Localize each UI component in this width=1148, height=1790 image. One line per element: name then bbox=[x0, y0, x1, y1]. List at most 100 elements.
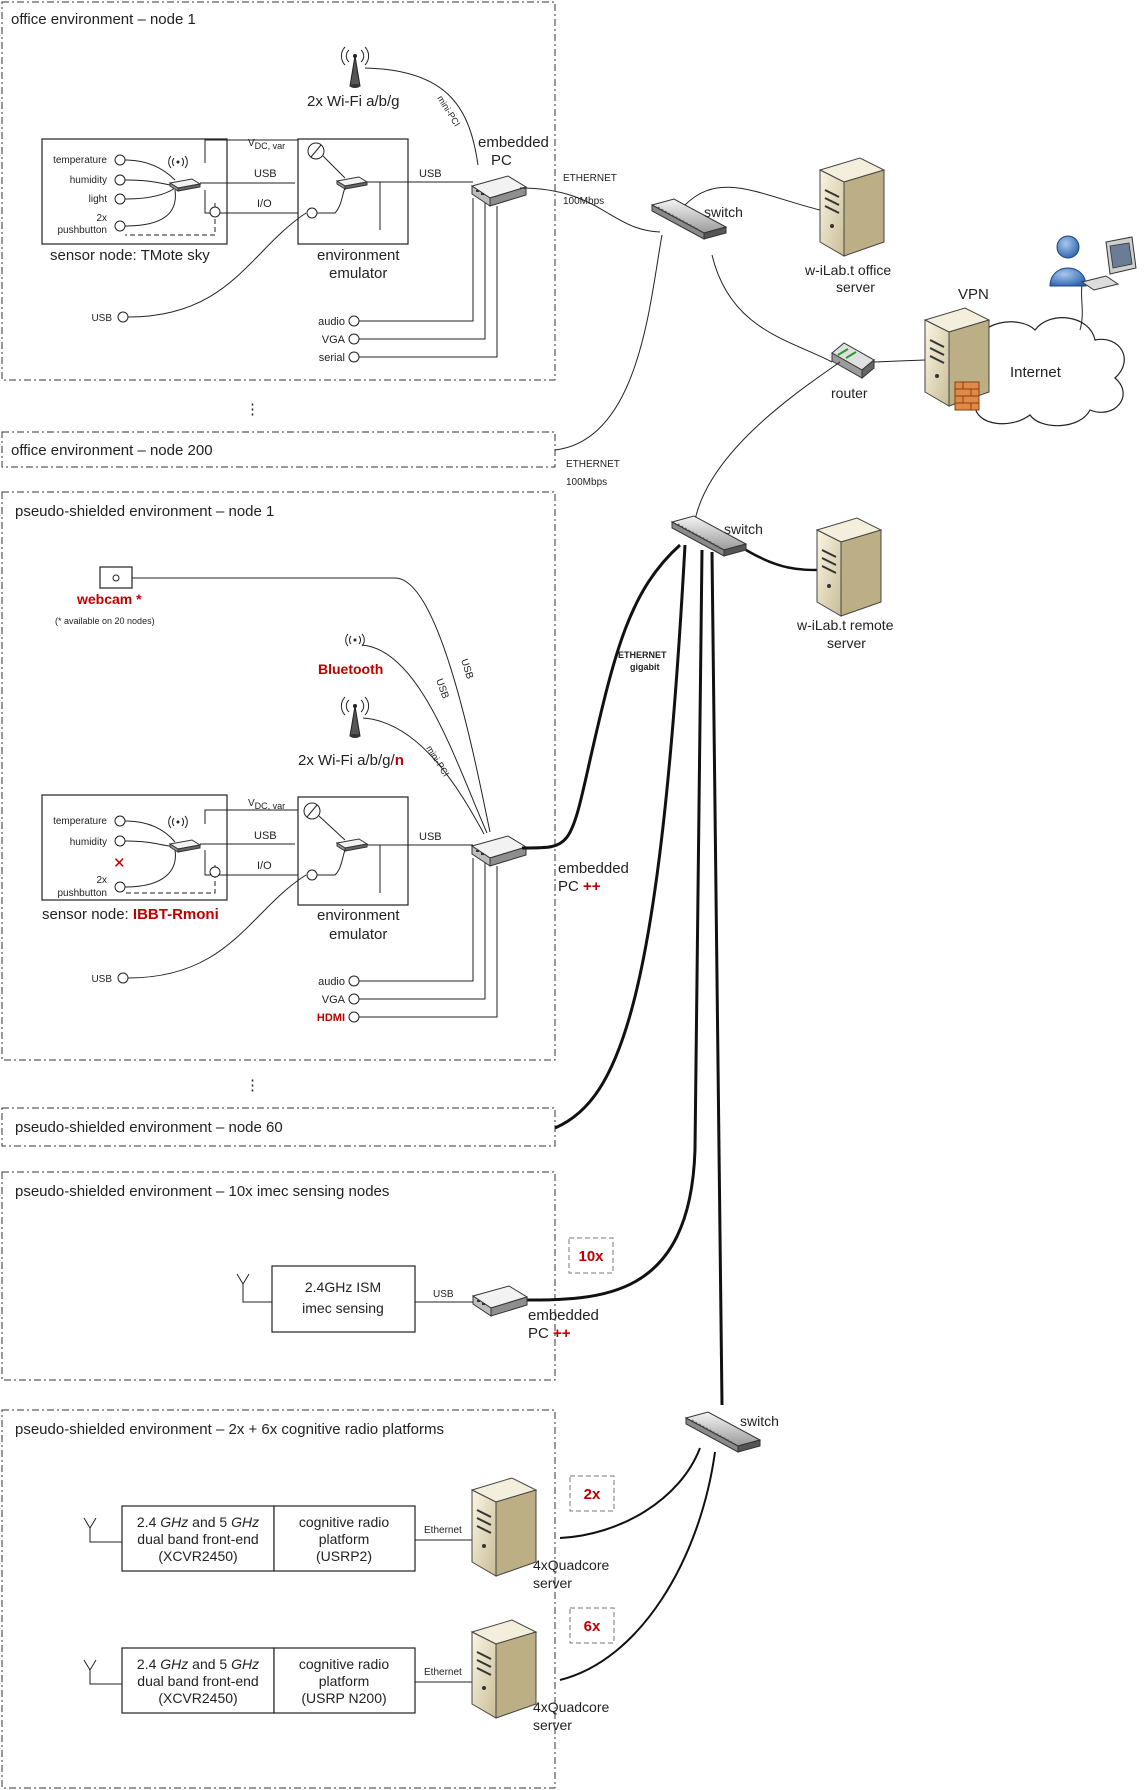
imec-embedded-label-1: embedded bbox=[528, 1307, 599, 1324]
ps-node1-title: pseudo-shielded environment – node 1 bbox=[15, 503, 274, 520]
office-io-label: I/O bbox=[257, 198, 272, 210]
firewall-icon bbox=[954, 381, 980, 411]
ps-imec-frame bbox=[1, 1171, 556, 1381]
webcam-usb-label: USB bbox=[458, 658, 475, 681]
webcam-note: (* available on 20 nodes) bbox=[55, 616, 155, 626]
ps-wifi-antenna-icon bbox=[340, 696, 370, 739]
ps-sensor-pushbutton-label: pushbutton bbox=[58, 888, 108, 899]
office-port-audio: audio bbox=[318, 316, 345, 328]
imec-antenna-icon bbox=[236, 1273, 250, 1295]
ps-usb-label-2: USB bbox=[419, 831, 442, 843]
ps-vdc-label: VDC, var bbox=[248, 798, 285, 811]
radio-b-server-icon bbox=[471, 1619, 537, 1719]
tmote-sensor-box bbox=[41, 138, 228, 245]
bluetooth-label: Bluetooth bbox=[318, 661, 383, 677]
office-ethernet-label: ETHERNET bbox=[563, 173, 617, 184]
ps-minipci-label: mini-PCI bbox=[424, 744, 451, 779]
ps-embedded-label-1: embedded bbox=[558, 860, 629, 877]
radio-b-server-label-2: server bbox=[533, 1717, 572, 1733]
ps-sensor-pushbutton-count-label: 2x bbox=[96, 875, 107, 886]
office-embedded-label-1: embedded bbox=[478, 134, 549, 151]
remote-server-label-1: w-iLab.t remote bbox=[796, 617, 894, 633]
remote-server-icon bbox=[816, 517, 882, 617]
ps-embedded-pc-icon bbox=[471, 835, 527, 867]
imec-count-box bbox=[568, 1237, 614, 1274]
office-wifi-label: 2x Wi-Fi a/b/g bbox=[307, 93, 400, 110]
office-port-vga: VGA bbox=[322, 334, 346, 346]
office-embedded-pc-icon bbox=[471, 175, 527, 207]
radio-a-count-label: 2x bbox=[584, 1486, 601, 1503]
node200-ethernet-label: ETHERNET bbox=[566, 459, 620, 470]
ps-sensor-temperature-label: temperature bbox=[53, 816, 107, 827]
tmote-sensor-caption: sensor node: TMote sky bbox=[50, 247, 210, 264]
radio-b-platform-label-1: cognitive radio bbox=[299, 1656, 389, 1672]
sensor-light-label: light bbox=[89, 194, 108, 205]
ps-ellipsis: ⋮ bbox=[245, 1077, 260, 1094]
office-ext-usb-label: USB bbox=[91, 313, 112, 324]
radio-a-server-icon bbox=[471, 1477, 537, 1577]
radio-a-server-label-2: server bbox=[533, 1575, 572, 1591]
imec-usb-label: USB bbox=[433, 1289, 454, 1300]
radio-a-frontend-label-2: dual band front-end bbox=[137, 1531, 258, 1547]
wifi-antenna-icon bbox=[340, 46, 370, 89]
ps-port-vga: VGA bbox=[322, 994, 346, 1006]
radio-a-frontend-box bbox=[121, 1505, 275, 1572]
office-ellipsis: ⋮ bbox=[245, 401, 260, 418]
ps-sensor-humidity-label: humidity bbox=[70, 837, 107, 848]
radio-b-platform-box bbox=[273, 1647, 416, 1714]
radio-b-platform-label-2: platform bbox=[319, 1673, 370, 1689]
env-emulator-caption-2: emulator bbox=[329, 265, 387, 282]
ps-node60-title: pseudo-shielded environment – node 60 bbox=[15, 1119, 283, 1136]
radio-a-frontend-label-1: 2.4 GHz and 5 GHz bbox=[137, 1514, 259, 1530]
light-removed-icon: ✕ bbox=[113, 855, 126, 872]
node200-speed-label: 100Mbps bbox=[566, 477, 607, 488]
gigabit-label-1: ETHERNET bbox=[618, 650, 667, 660]
ps-usb-label-1: USB bbox=[254, 830, 277, 842]
router-icon bbox=[831, 342, 875, 380]
ps-port-hdmi: HDMI bbox=[317, 1012, 345, 1024]
radio-b-server-label-1: 4xQuadcore bbox=[533, 1699, 609, 1715]
office-node1: 2x Wi-Fi a/b/g mini-PCI temperature humi… bbox=[41, 46, 549, 364]
webcam-label: webcam * bbox=[76, 591, 142, 607]
bluetooth-radio-icon bbox=[345, 633, 365, 647]
rmoni-sensor-caption: sensor node: IBBT-Rmoni bbox=[42, 906, 219, 923]
ps-imec-title: pseudo-shielded environment – 10x imec s… bbox=[15, 1183, 389, 1200]
bluetooth-usb-label: USB bbox=[433, 677, 450, 700]
ps-node1-frame bbox=[1, 491, 556, 1061]
ps-wifi-label: 2x Wi-Fi a/b/g/n bbox=[298, 752, 404, 769]
imec-embedded-label-2: PC ++ bbox=[528, 1325, 571, 1342]
vdc-label: VDC, var bbox=[248, 138, 285, 151]
env-emulator-caption-1: environment bbox=[317, 247, 400, 264]
sensor-temperature-label: temperature bbox=[53, 155, 107, 166]
router-label: router bbox=[831, 385, 868, 401]
imec-embedded-pc-icon bbox=[472, 1285, 528, 1317]
imec-box-label-1: 2.4GHz ISM bbox=[305, 1279, 381, 1295]
office-embedded-label-2: PC bbox=[491, 152, 512, 169]
remote-server-label-2: server bbox=[827, 635, 866, 651]
radio-a-antenna-icon bbox=[83, 1517, 97, 1539]
radio-b-count-label: 6x bbox=[584, 1618, 601, 1635]
office-server-label-2: server bbox=[836, 279, 875, 295]
radio-b-frontend-label-2: dual band front-end bbox=[137, 1673, 258, 1689]
office-node200-title: office environment – node 200 bbox=[11, 442, 213, 459]
imec-sensing-box bbox=[271, 1265, 416, 1333]
office-node1-title: office environment – node 1 bbox=[11, 11, 196, 28]
radio-b-count-box bbox=[569, 1607, 615, 1644]
ps-radio-frame bbox=[1, 1409, 556, 1789]
radio-a-server-label-1: 4xQuadcore bbox=[533, 1557, 609, 1573]
radio-a-platform-label-2: platform bbox=[319, 1531, 370, 1547]
ps-node1: webcam * (* available on 20 nodes) USB B… bbox=[41, 566, 629, 1024]
ps-radio-title: pseudo-shielded environment – 2x + 6x co… bbox=[15, 1421, 444, 1438]
imec-count-label: 10x bbox=[578, 1248, 604, 1265]
office-server-label-1: w-iLab.t office bbox=[804, 262, 891, 278]
radio-a-ethernet-label: Ethernet bbox=[424, 1525, 462, 1536]
office-minipci-label: mini-PCI bbox=[435, 94, 462, 129]
office-switch-label: switch bbox=[704, 204, 743, 220]
radio-a-frontend-label-3: (XCVR2450) bbox=[158, 1548, 237, 1564]
remote-switch-label: switch bbox=[724, 521, 763, 537]
radio-a-platform-label-1: cognitive radio bbox=[299, 1514, 389, 1530]
sensor-pushbutton-label: pushbutton bbox=[58, 225, 108, 236]
office-server-icon bbox=[819, 157, 885, 257]
radio-b-frontend-label-3: (XCVR2450) bbox=[158, 1690, 237, 1706]
radio-b-frontend-label-1: 2.4 GHz and 5 GHz bbox=[137, 1656, 259, 1672]
